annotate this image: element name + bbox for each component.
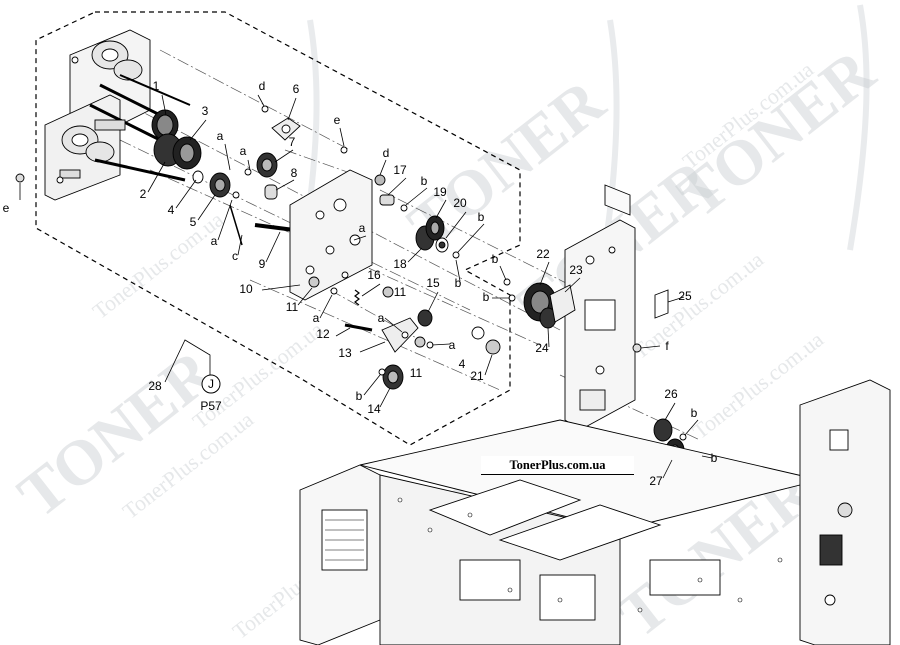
letter-label-la3: a [211, 234, 218, 248]
part-label-p3: 3 [202, 104, 209, 118]
letter-label-ld1: d [259, 79, 266, 93]
watermark-brand: TONER [5, 335, 228, 531]
letter-label-la1: a [217, 129, 224, 143]
letter-label-la4: a [359, 221, 366, 235]
site-tag: TonerPlus.com.ua [481, 456, 634, 475]
left-frame-assembly [44, 29, 191, 201]
part-label-p2: 2 [140, 187, 147, 201]
letter-label-lc1: c [232, 249, 238, 263]
letter-label-lb4: b [356, 389, 363, 403]
part-label-p11c: 11 [410, 366, 423, 380]
part-label-p8: 8 [291, 166, 298, 180]
reference-circle-icon [201, 374, 221, 394]
part-label-p23: 23 [569, 263, 583, 277]
part-label-p22: 22 [536, 247, 550, 261]
leader-lines [19, 94, 713, 479]
part-label-p24: 24 [535, 341, 549, 355]
part-label-p1: 1 [153, 79, 160, 93]
part-label-p20: 20 [453, 196, 467, 210]
part-label-p4: 4 [168, 203, 175, 217]
part-label-p4b: 4 [459, 357, 466, 371]
part-label-p13: 13 [338, 346, 352, 360]
page-reference: J P57 [200, 374, 222, 413]
callout-boundary [35, 11, 521, 446]
main-chassis [299, 379, 891, 645]
letter-label-lb7: b [691, 406, 698, 420]
letter-label-lf1: f [665, 339, 669, 353]
reference-page: P57 [200, 399, 222, 413]
right-frame-assembly [503, 184, 704, 462]
part-label-p11a: 11 [286, 300, 299, 314]
letter-label-ld2: d [383, 146, 390, 160]
part-label-p19: 19 [433, 185, 447, 199]
part-label-p15: 15 [426, 276, 440, 290]
reference-letter: J [208, 377, 214, 391]
watermark-brand: TONER [665, 35, 888, 231]
letter-label-la6: a [378, 311, 385, 325]
letter-label-lb6: b [483, 290, 490, 304]
letter-label-lb1: b [421, 174, 428, 188]
part-label-p17: 17 [393, 163, 407, 177]
part-label-p14: 14 [367, 402, 381, 416]
part-label-p7: 7 [289, 135, 296, 149]
part-label-p28: 28 [148, 379, 162, 393]
part-number-labels: 1234567891011111112131415161718192021222… [140, 79, 692, 488]
watermark-domain: TonerPlus.com.ua [88, 206, 229, 323]
part-label-p27: 27 [649, 474, 663, 488]
gear-parts [15, 105, 501, 390]
part-label-p21: 21 [470, 369, 484, 383]
part-label-p25: 25 [678, 289, 692, 303]
letter-label-la2: a [240, 144, 247, 158]
part-label-p12: 12 [316, 327, 330, 341]
watermark-domain: TonerPlus.com.ua [628, 246, 769, 363]
letter-label-la5: a [313, 311, 320, 325]
part-label-p10: 10 [239, 282, 253, 296]
gear-15-icon [417, 309, 433, 327]
part-label-p11b: 11 [394, 285, 407, 299]
part-label-p6: 6 [293, 82, 300, 96]
letter-label-la7: a [449, 338, 456, 352]
part-label-p9: 9 [259, 257, 266, 271]
letter-label-lb2: b [478, 210, 485, 224]
letter-label-lb8: b [711, 451, 718, 465]
part-label-p26: 26 [664, 387, 678, 401]
letter-label-lb3: b [455, 276, 462, 290]
part-label-p5: 5 [190, 215, 197, 229]
letter-label-lb5: b [492, 252, 499, 266]
part-label-p18: 18 [393, 257, 407, 271]
letter-label-le2: e [3, 201, 10, 215]
gear-26-icon [653, 418, 673, 442]
part-label-p16: 16 [367, 268, 381, 282]
letter-label-le1: e [334, 113, 341, 127]
